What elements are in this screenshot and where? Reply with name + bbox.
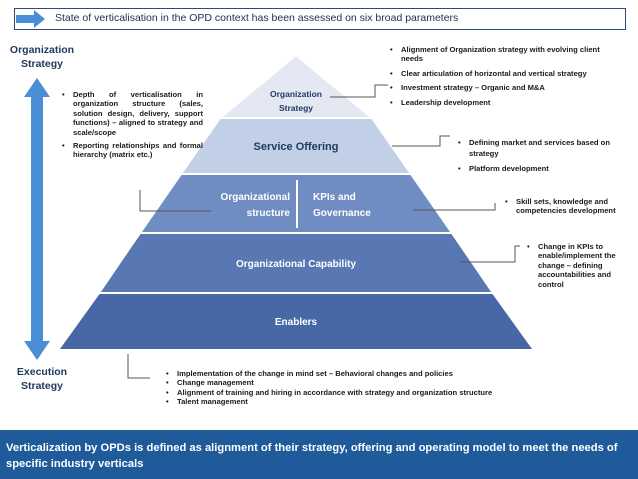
connector-structure: [139, 190, 211, 212]
enablers-text: Enablers: [275, 317, 318, 328]
connector-enablers: [127, 354, 150, 379]
callout-item: Reporting relationships and formal hiera…: [62, 141, 203, 160]
capability-text: Organizational Capability: [236, 259, 356, 270]
footer-summary-text: Verticalization by OPDs is defined as al…: [6, 442, 618, 470]
double-arrow-icon: [24, 78, 50, 360]
connector-kpis: [413, 203, 496, 211]
callout-item: Skill sets, knowledge and competencies d…: [505, 197, 635, 216]
kpis-governance-text-1: KPIs and: [313, 192, 356, 203]
callout-item: Platform development: [458, 163, 630, 174]
callout-item: Alignment of Organization strategy with …: [390, 45, 622, 64]
header-title: State of verticalisation in the OPD cont…: [55, 12, 459, 24]
connector-offering: [392, 135, 450, 147]
callout-offering: Defining market and services based on st…: [458, 137, 630, 174]
connector-strategy: [330, 84, 388, 98]
callout-item: Depth of verticalisation in organization…: [62, 90, 203, 137]
callout-strategy: Alignment of Organization strategy with …: [390, 45, 622, 107]
execution-strategy-label: Execution Strategy: [16, 366, 68, 392]
header-banner: [14, 8, 626, 30]
strategy-level-text-2: Strategy: [279, 103, 313, 113]
strategy-level-text-1: Organization: [270, 89, 322, 99]
callout-item: Defining market and services based on st…: [458, 137, 630, 159]
callout-structure: Depth of verticalisation in organization…: [62, 90, 203, 160]
callout-item: Leadership development: [390, 98, 622, 108]
callout-enablers: Implementation of the change in mind set…: [166, 369, 586, 407]
connector-capability: [460, 245, 520, 263]
callout-kpis: Skill sets, knowledge and competencies d…: [505, 197, 635, 216]
callout-capability: Change in KPIs to enable/implement the c…: [527, 242, 623, 289]
organization-strategy-label: Organization Strategy: [9, 44, 75, 70]
org-structure-text-1: Organizational: [221, 192, 291, 203]
pyramid-level-enablers: [56, 292, 536, 351]
callout-item: Talent management: [166, 397, 586, 407]
callout-item: Change management: [166, 378, 586, 388]
org-structure-text-2: structure: [247, 208, 291, 219]
callout-item: Implementation of the change in mind set…: [166, 369, 586, 379]
callout-item: Clear articulation of horizontal and ver…: [390, 69, 622, 79]
callout-item: Alignment of training and hiring in acco…: [166, 388, 586, 398]
service-offering-text: Service Offering: [254, 141, 339, 153]
callout-item: Investment strategy – Organic and M&A: [390, 83, 622, 93]
right-arrow-icon: [16, 10, 45, 28]
callout-item: Change in KPIs to enable/implement the c…: [527, 242, 623, 289]
footer-banner: [0, 430, 638, 479]
kpis-governance-text-2: Governance: [313, 208, 371, 219]
